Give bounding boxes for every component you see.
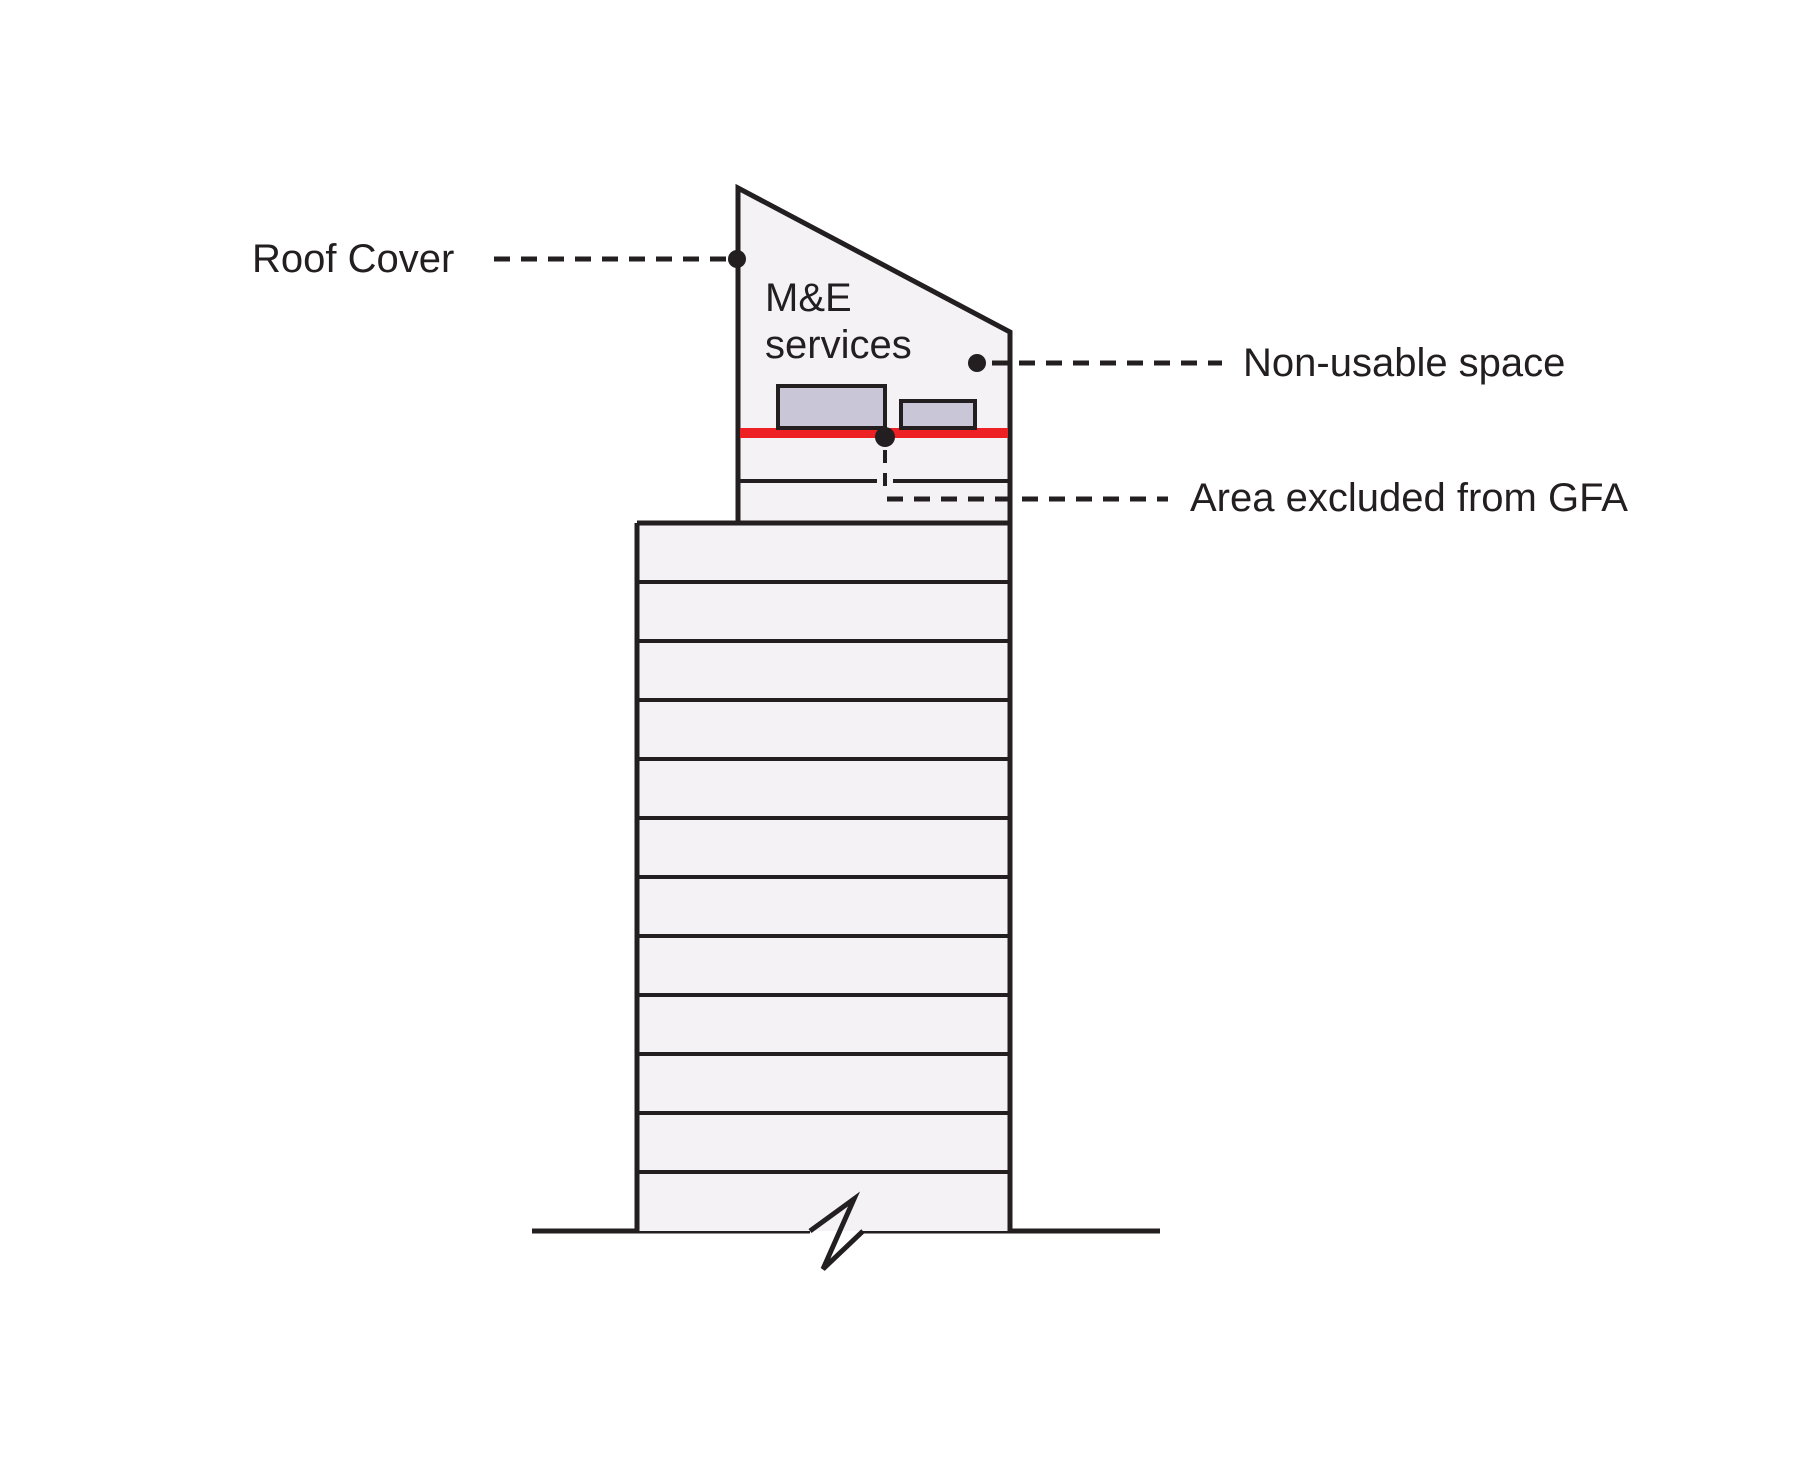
roof-structure — [735, 183, 1013, 526]
gfa-boundary-line — [740, 428, 1008, 438]
me-services-label-line1: M&E — [765, 276, 852, 320]
floor-lines — [637, 580, 1010, 1174]
area-excluded-leader-dot — [875, 427, 895, 447]
break-mark-icon — [808, 1191, 865, 1271]
me-services-label-line2: services — [765, 323, 912, 367]
equipment-box-large — [776, 384, 887, 430]
roof-cover-leader-dot — [728, 250, 746, 268]
equipment-box-small — [899, 399, 977, 430]
area-excluded-label: Area excluded from GFA — [1190, 476, 1628, 520]
non-usable-space-label: Non-usable space — [1243, 341, 1565, 385]
non-usable-leader-dot — [968, 354, 986, 372]
roof-cover-label: Roof Cover — [252, 237, 454, 281]
